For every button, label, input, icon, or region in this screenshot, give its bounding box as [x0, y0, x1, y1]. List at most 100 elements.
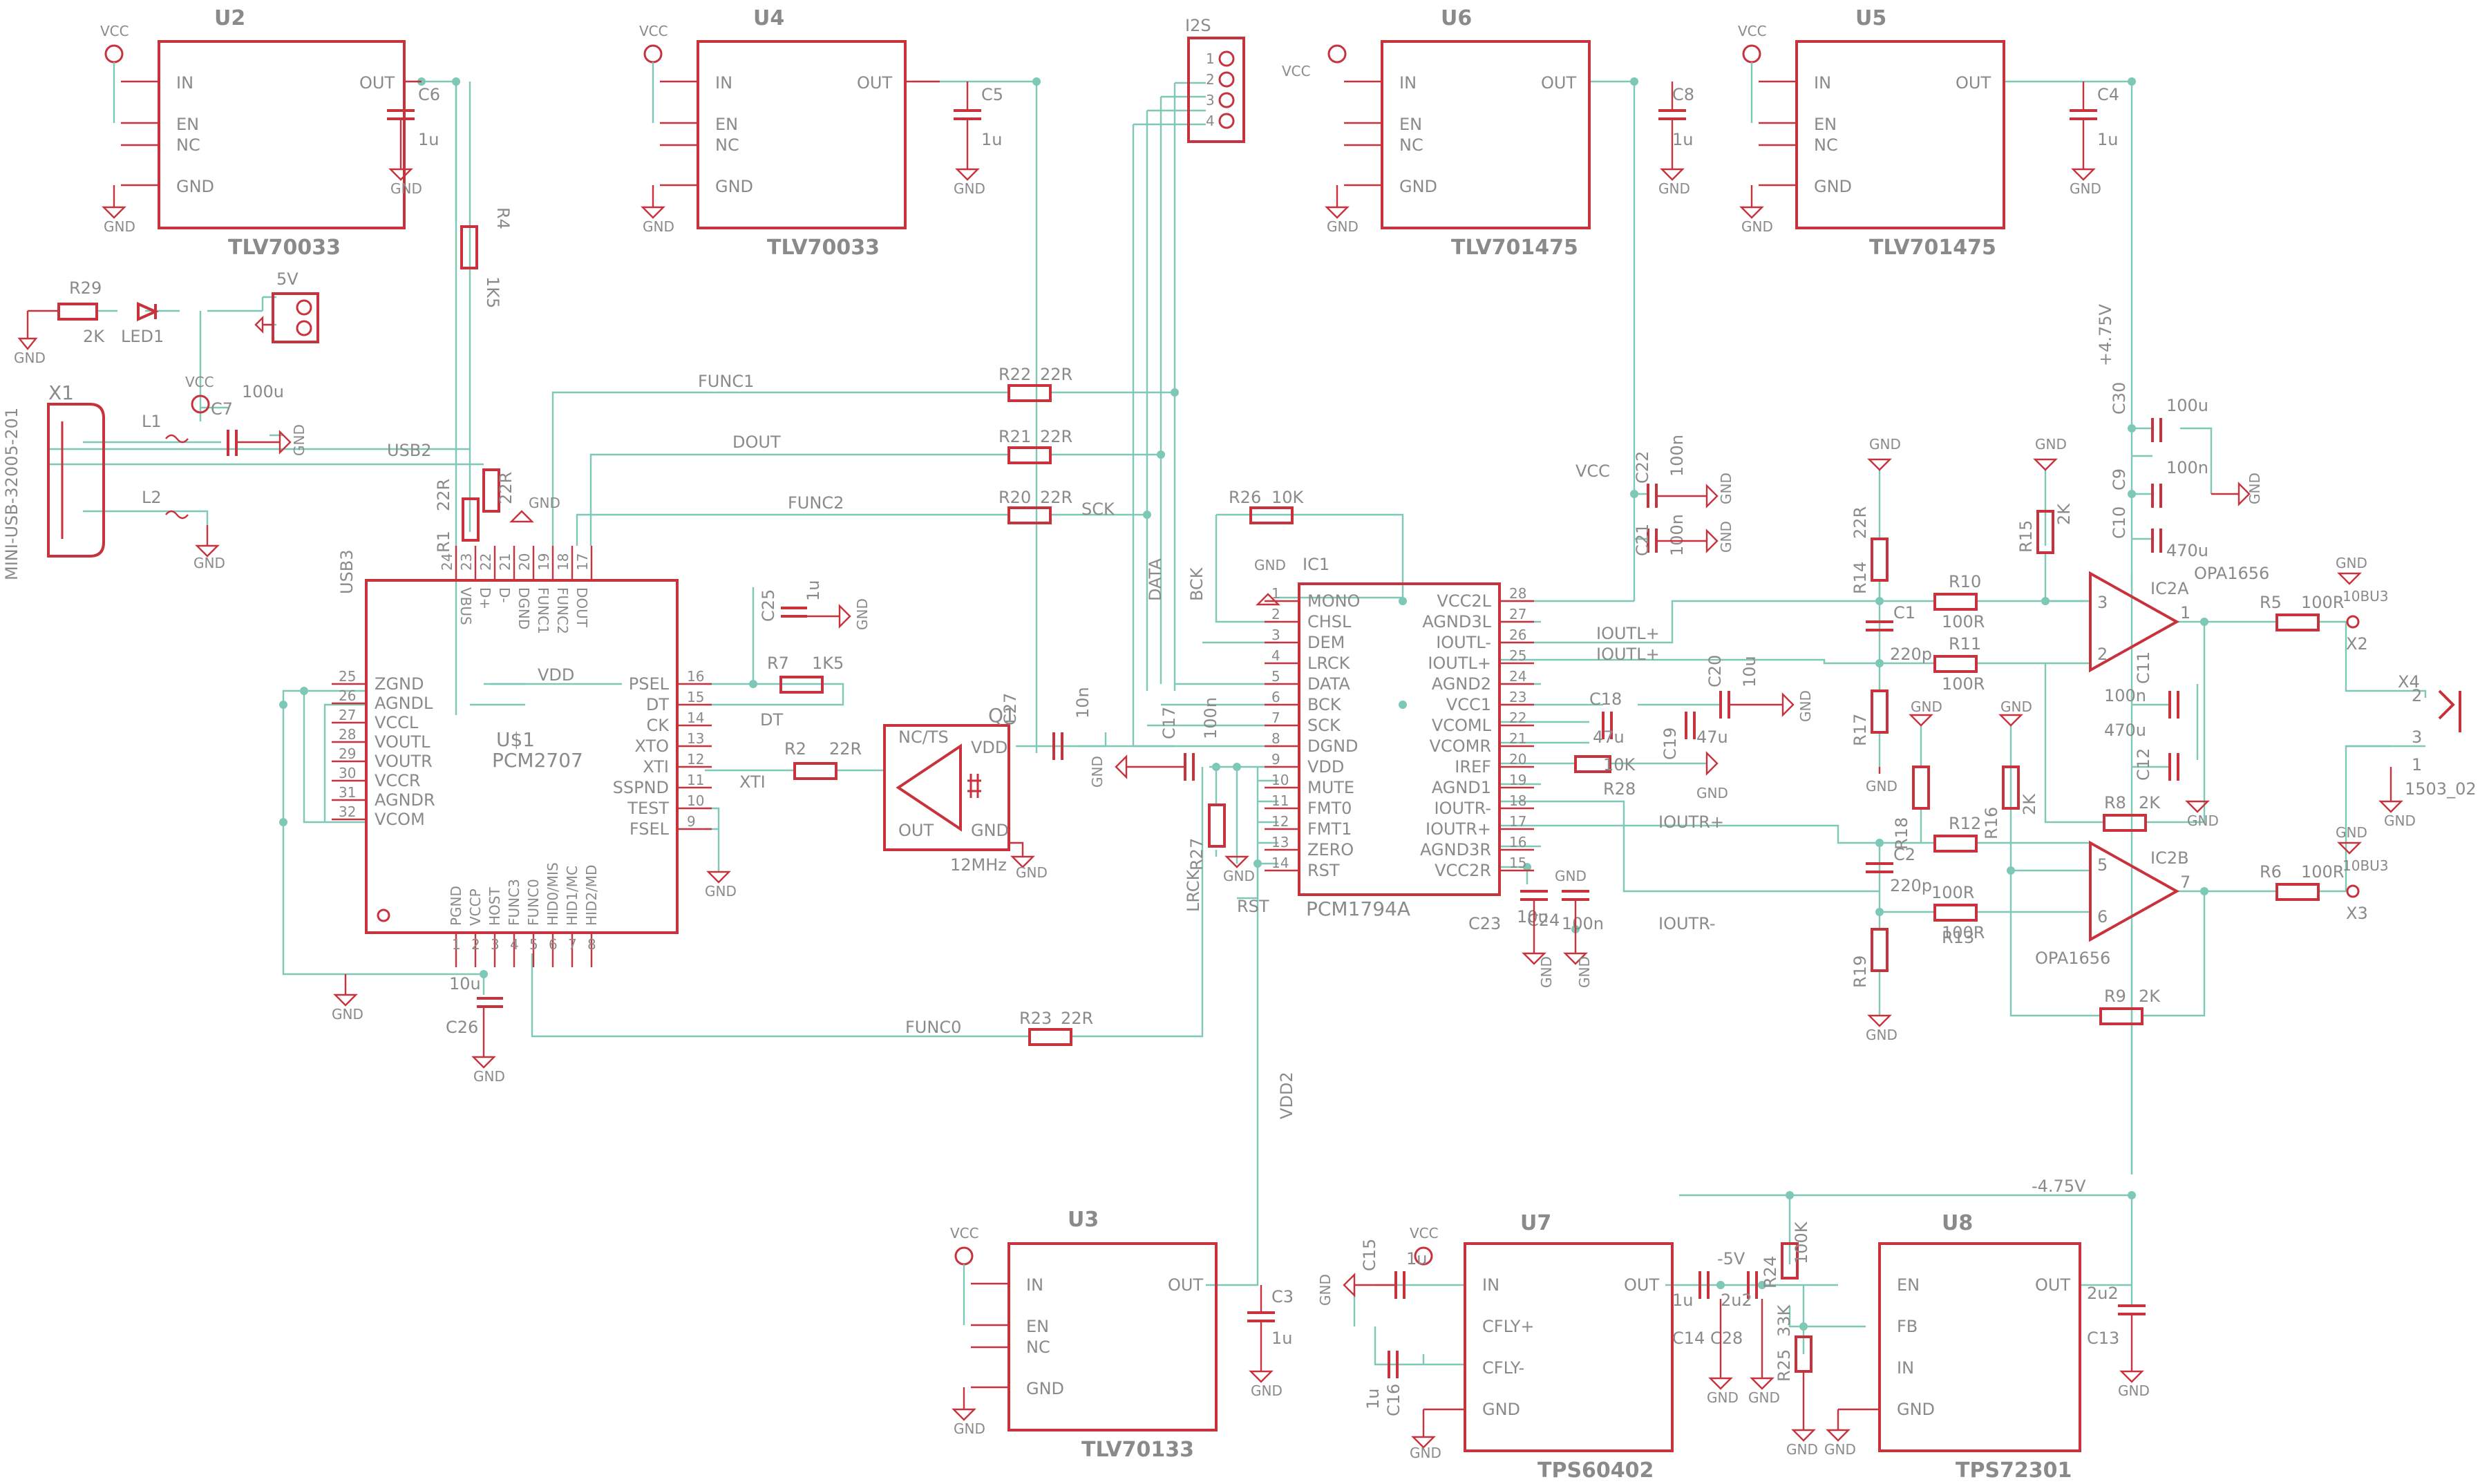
pin-label: VCC2R	[1435, 861, 1491, 880]
pin-number: 32	[339, 803, 356, 820]
pin-label: DT	[646, 695, 669, 714]
pin-label: FSEL	[630, 819, 670, 839]
pin-label: BCK	[1307, 695, 1342, 714]
svg-text:NC/TS: NC/TS	[898, 727, 949, 747]
svg-text:R18: R18	[1892, 817, 1911, 850]
svg-text:L2: L2	[142, 488, 162, 507]
pin-label: AGNDL	[375, 694, 433, 713]
pin-label: XTO	[634, 736, 669, 756]
svg-text:22R: 22R	[496, 472, 515, 504]
usb-dac-pcm2707: U$1 PCM2707 VDD	[365, 579, 679, 934]
svg-text:3: 3	[2412, 727, 2422, 747]
svg-text:GND: GND	[954, 180, 985, 197]
svg-text:100R: 100R	[1942, 674, 1985, 694]
svg-text:R15: R15	[2016, 520, 2036, 553]
svg-text:VCC: VCC	[639, 23, 668, 39]
pin-label: FUNC2	[554, 587, 571, 634]
svg-text:L1: L1	[142, 412, 162, 431]
svg-text:100u: 100u	[242, 382, 284, 401]
svg-text:C6: C6	[418, 85, 440, 104]
pin-label: SCK	[1307, 716, 1341, 735]
svg-text:2K: 2K	[2020, 793, 2039, 815]
svg-text:VDD2: VDD2	[1277, 1072, 1296, 1119]
svg-text:IN: IN	[1897, 1358, 1914, 1378]
svg-text:GND: GND	[2035, 436, 2067, 453]
pin-number: 27	[1509, 606, 1526, 622]
pin-label: ZGND	[375, 674, 424, 694]
pin-label: VCC2L	[1437, 591, 1491, 611]
pin-label: FMT0	[1307, 799, 1352, 818]
svg-text:I2S: I2S	[1185, 16, 1211, 35]
pin-label: XTI	[643, 757, 669, 777]
pin-number: 24	[439, 553, 455, 571]
svg-text:R8: R8	[2104, 793, 2126, 812]
svg-text:BCK: BCK	[1187, 567, 1206, 601]
svg-text:C17: C17	[1160, 707, 1179, 739]
junctions	[279, 77, 2208, 1331]
svg-text:GND: GND	[1251, 1382, 1283, 1399]
svg-text:1u: 1u	[1363, 1389, 1383, 1409]
svg-text:1u: 1u	[1672, 130, 1693, 149]
svg-text:GND: GND	[1911, 698, 1942, 715]
pin-label: VOUTR	[375, 752, 433, 771]
svg-text:1u: 1u	[418, 130, 439, 149]
svg-text:C9: C9	[2110, 468, 2129, 491]
usb-resistors: R4 1K5 R1 22R 22R GND	[434, 207, 560, 553]
pin-number: 20	[516, 553, 533, 571]
pcm2707-periphery: FUNC1 DOUT FUNC2 FUNC0 R22 22R R21 22R R…	[332, 365, 1115, 1085]
pcm1794-left-pins: MONO1CHSL2DEM3LRCK4DATA5BCK6SCK7DGND8VDD…	[1265, 585, 1360, 880]
pin-number: 12	[687, 751, 704, 768]
pin-label: HID0/MIS	[545, 862, 561, 926]
svg-text:10BU3: 10BU3	[2343, 588, 2389, 605]
pin-number: 10	[687, 792, 704, 809]
svg-text:OUT: OUT	[898, 821, 934, 840]
pin-number: 2	[1271, 606, 1280, 622]
svg-text:22R: 22R	[1040, 365, 1072, 384]
pin-number: 14	[687, 710, 704, 726]
svg-text:12MHz: 12MHz	[950, 855, 1007, 875]
svg-text:GND: GND	[643, 218, 674, 235]
svg-text:VCC: VCC	[185, 374, 214, 390]
pin-number: 20	[1509, 751, 1526, 768]
svg-text:GND: GND	[705, 883, 737, 900]
pin-label: VDD	[1307, 757, 1344, 777]
svg-text:VCC: VCC	[1282, 63, 1311, 79]
pin-number: 8	[587, 936, 596, 953]
pin-label: IOUTR+	[1426, 819, 1491, 839]
svg-text:IN: IN	[1026, 1275, 1043, 1295]
svg-text:IN: IN	[176, 73, 193, 93]
pin-number: 30	[339, 765, 356, 781]
svg-text:GND: GND	[971, 821, 1009, 840]
svg-text:GND: GND	[1576, 956, 1593, 988]
svg-text:GND: GND	[1707, 1389, 1739, 1406]
pin-number: 19	[536, 553, 552, 571]
svg-text:GND: GND	[1814, 177, 1852, 196]
pin-label: AGND3R	[1420, 840, 1491, 859]
svg-text:VCC: VCC	[1575, 462, 1610, 481]
svg-text:R25: R25	[1775, 1349, 1794, 1382]
svg-text:GND: GND	[1866, 778, 1897, 795]
pin-number: 26	[1509, 627, 1526, 643]
svg-text:R27: R27	[1187, 838, 1206, 871]
svg-text:22R: 22R	[829, 739, 862, 759]
svg-text:VCC: VCC	[950, 1225, 979, 1242]
svg-text:EN: EN	[1814, 115, 1837, 134]
svg-text:U6: U6	[1441, 6, 1472, 30]
dac-supply-caps: C22 100n C21 100n GND GND VCC C18 47u C1…	[1468, 435, 1814, 988]
svg-text:R20: R20	[999, 488, 1031, 507]
pin-number: 23	[1509, 689, 1526, 705]
pin-label: IOUTL+	[1428, 654, 1491, 673]
svg-text:OUT: OUT	[857, 73, 892, 93]
pcm2707-top-pins: VBUS24D+23D-22DGND21FUNC120FUNC219DOUT18…	[439, 546, 593, 634]
svg-text:C28: C28	[1710, 1329, 1743, 1348]
svg-text:2u2: 2u2	[1721, 1291, 1752, 1310]
dac-output-nets: IOUTL+ IOUTL+ IOUTR+ IOUTR-	[1596, 624, 1724, 933]
svg-text:U3: U3	[1068, 1208, 1099, 1232]
pin-number: 18	[555, 553, 571, 571]
svg-text:GND: GND	[2000, 698, 2032, 715]
svg-text:VCC: VCC	[1738, 23, 1767, 39]
svg-text:47u: 47u	[1593, 727, 1625, 747]
svg-text:U5: U5	[1855, 6, 1886, 30]
svg-text:R10: R10	[1949, 572, 1981, 591]
